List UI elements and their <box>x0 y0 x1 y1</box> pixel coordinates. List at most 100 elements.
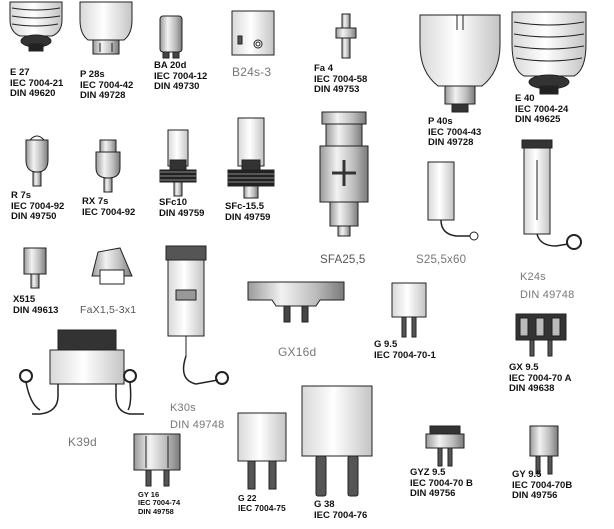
label-k39d: K39d <box>68 435 97 449</box>
label-gyz95-line3: DIN 49756 <box>410 488 456 500</box>
label-gyz95-line1: GYZ 9.5 <box>410 467 446 478</box>
label-gy95-line1: GY 9.5 <box>512 469 542 480</box>
label-gy95-line3: DIN 49756 <box>512 490 558 502</box>
label-e27-line2: IEC 7004-21 <box>10 77 64 89</box>
label-e27: E 27 IEC 7004-21 DIN 49620 <box>10 67 64 100</box>
label-s255x60: S25,5x60 <box>416 254 466 267</box>
label-k24s-line1: K24s <box>520 271 546 283</box>
label-ba20d: BA 20d IEC 7004-12 DIN 49730 <box>154 60 208 93</box>
label-gy16-line3: DIN 49758 <box>138 506 174 516</box>
g95-base-drawing <box>391 282 427 338</box>
label-e40: E 40 IEC 7004-24 DIN 49625 <box>515 93 569 126</box>
label-gy16: GY 16 IEC 7004-74 DIN 49758 <box>138 490 181 516</box>
label-r7s-line3: DIN 49750 <box>11 211 57 223</box>
label-sfa255-line1: SFA25,5 <box>320 254 366 266</box>
label-p28s-line3: DIN 49728 <box>80 90 126 102</box>
gy95-base-drawing <box>529 425 559 475</box>
label-sfc155-line1: SFc-15.5 <box>225 201 265 212</box>
label-x515-line1: X515 <box>13 294 36 305</box>
label-gy16-line1: GY 16 <box>138 490 160 499</box>
label-g38-line2: IEC 7004-76 <box>314 509 368 521</box>
label-p28s-line2: IEC 7004-42 <box>80 79 134 91</box>
label-gx95-line2: IEC 7004-70 A <box>509 372 572 384</box>
label-p40s-line3: DIN 49728 <box>428 137 474 149</box>
e40-base-drawing <box>511 11 587 95</box>
sfc10-base-drawing <box>159 129 197 197</box>
label-rx7s-line2: IEC 7004-92 <box>82 206 136 218</box>
label-sfc10: SFc10 DIN 49759 <box>159 197 205 219</box>
label-ba20d-line2: IEC 7004-12 <box>154 70 208 82</box>
label-g95-line1: G 9.5 <box>374 339 398 350</box>
label-k30s-line2: DIN 49748 <box>170 418 225 431</box>
fa4-base-drawing <box>335 13 357 59</box>
label-k30s-line1: K30s <box>170 402 196 414</box>
label-gx95-line1: GX 9.5 <box>509 362 539 373</box>
label-fa4-line2: IEC 7004-58 <box>314 73 368 85</box>
label-r7s-line2: IEC 7004-92 <box>11 200 65 212</box>
label-sfc10-line2: DIN 49759 <box>159 207 205 219</box>
label-sfa255: SFA25,5 <box>320 254 366 267</box>
label-x515-line2: DIN 49613 <box>13 304 59 316</box>
sfc155-base-drawing <box>227 117 275 199</box>
gyz95-base-drawing <box>425 425 465 467</box>
label-gyz95: GYZ 9.5 IEC 7004-70 B DIN 49756 <box>410 467 473 500</box>
label-gx95-line3: DIN 49638 <box>509 383 555 395</box>
label-g38-line1: G 38 <box>314 499 335 510</box>
label-e40-line3: DIN 49625 <box>515 114 561 126</box>
label-gx95: GX 9.5 IEC 7004-70 A DIN 49638 <box>509 362 572 395</box>
p28s-base-drawing <box>79 1 133 55</box>
k30s-base-drawing <box>165 245 229 385</box>
label-k24s: K24s DIN 49748 <box>520 269 574 304</box>
label-p40s-line2: IEC 7004-43 <box>428 126 482 138</box>
ba20d-base-drawing <box>159 15 183 59</box>
p40s-base-drawing <box>419 14 501 113</box>
label-p28s: P 28s IEC 7004-42 DIN 49728 <box>80 69 134 102</box>
sfa255-base-drawing <box>319 111 369 237</box>
label-r7s: R 7s IEC 7004-92 DIN 49750 <box>11 190 65 223</box>
label-k30s: K30s DIN 49748 <box>170 400 224 433</box>
label-gy95: GY 9.5 IEC 7004-70B DIN 49756 <box>512 469 573 502</box>
k24s-base-drawing <box>521 139 582 250</box>
label-p28s-line1: P 28s <box>80 69 105 80</box>
g38-base-drawing <box>301 385 373 497</box>
e27-base-drawing <box>9 1 63 52</box>
label-fa4-line1: Fa 4 <box>314 63 334 74</box>
label-r7s-line1: R 7s <box>11 190 32 201</box>
label-e40-line2: IEC 7004-24 <box>515 103 569 115</box>
gx16d-base-drawing <box>247 281 345 323</box>
label-e27-line3: DIN 49620 <box>10 88 56 100</box>
label-gyz95-line2: IEC 7004-70 B <box>410 477 473 489</box>
s255x60-base-drawing <box>427 161 479 241</box>
label-gy95-line2: IEC 7004-70B <box>512 479 573 491</box>
label-fax153-line1: FaX1,5-3x1 <box>80 304 137 316</box>
label-rx7s: RX 7s IEC 7004-92 <box>82 196 136 218</box>
label-ba20d-line1: BA 20d <box>154 60 187 71</box>
fax153-base-drawing <box>91 247 133 285</box>
label-p40s: P 40s IEC 7004-43 DIN 49728 <box>428 116 482 149</box>
rx7s-base-drawing <box>95 139 121 193</box>
label-k24s-line2: DIN 49748 <box>520 288 575 301</box>
label-ba20d-line3: DIN 49730 <box>154 81 200 93</box>
gy16-base-drawing <box>133 433 181 487</box>
label-gx16d: GX16d <box>278 345 317 359</box>
label-sfc155-line2: DIN 49759 <box>225 211 271 223</box>
label-e27-line1: E 27 <box>10 67 30 78</box>
label-fax153: FaX1,5-3x1 <box>80 304 137 317</box>
label-e40-line1: E 40 <box>515 93 535 104</box>
label-gy16-line2: IEC 7004-74 <box>138 498 181 508</box>
r7s-base-drawing <box>25 135 49 187</box>
x515-base-drawing <box>23 247 47 289</box>
label-gx16d-line1: GX16d <box>278 345 317 359</box>
label-p40s-line1: P 40s <box>428 116 453 127</box>
label-rx7s-line1: RX 7s <box>82 196 109 207</box>
label-s255x60-line1: S25,5x60 <box>416 254 467 266</box>
g22-base-drawing <box>237 412 287 490</box>
label-g95: G 9.5 IEC 7004-70-1 <box>374 339 436 361</box>
b24s3-base-drawing <box>231 10 275 56</box>
label-g95-line2: IEC 7004-70-1 <box>374 349 436 361</box>
gx95-base-drawing <box>515 313 567 357</box>
label-b24s3: B24s-3 <box>232 65 271 79</box>
label-fa4-line3: DIN 49753 <box>314 84 360 96</box>
label-sfc10-line1: SFc10 <box>159 197 187 208</box>
